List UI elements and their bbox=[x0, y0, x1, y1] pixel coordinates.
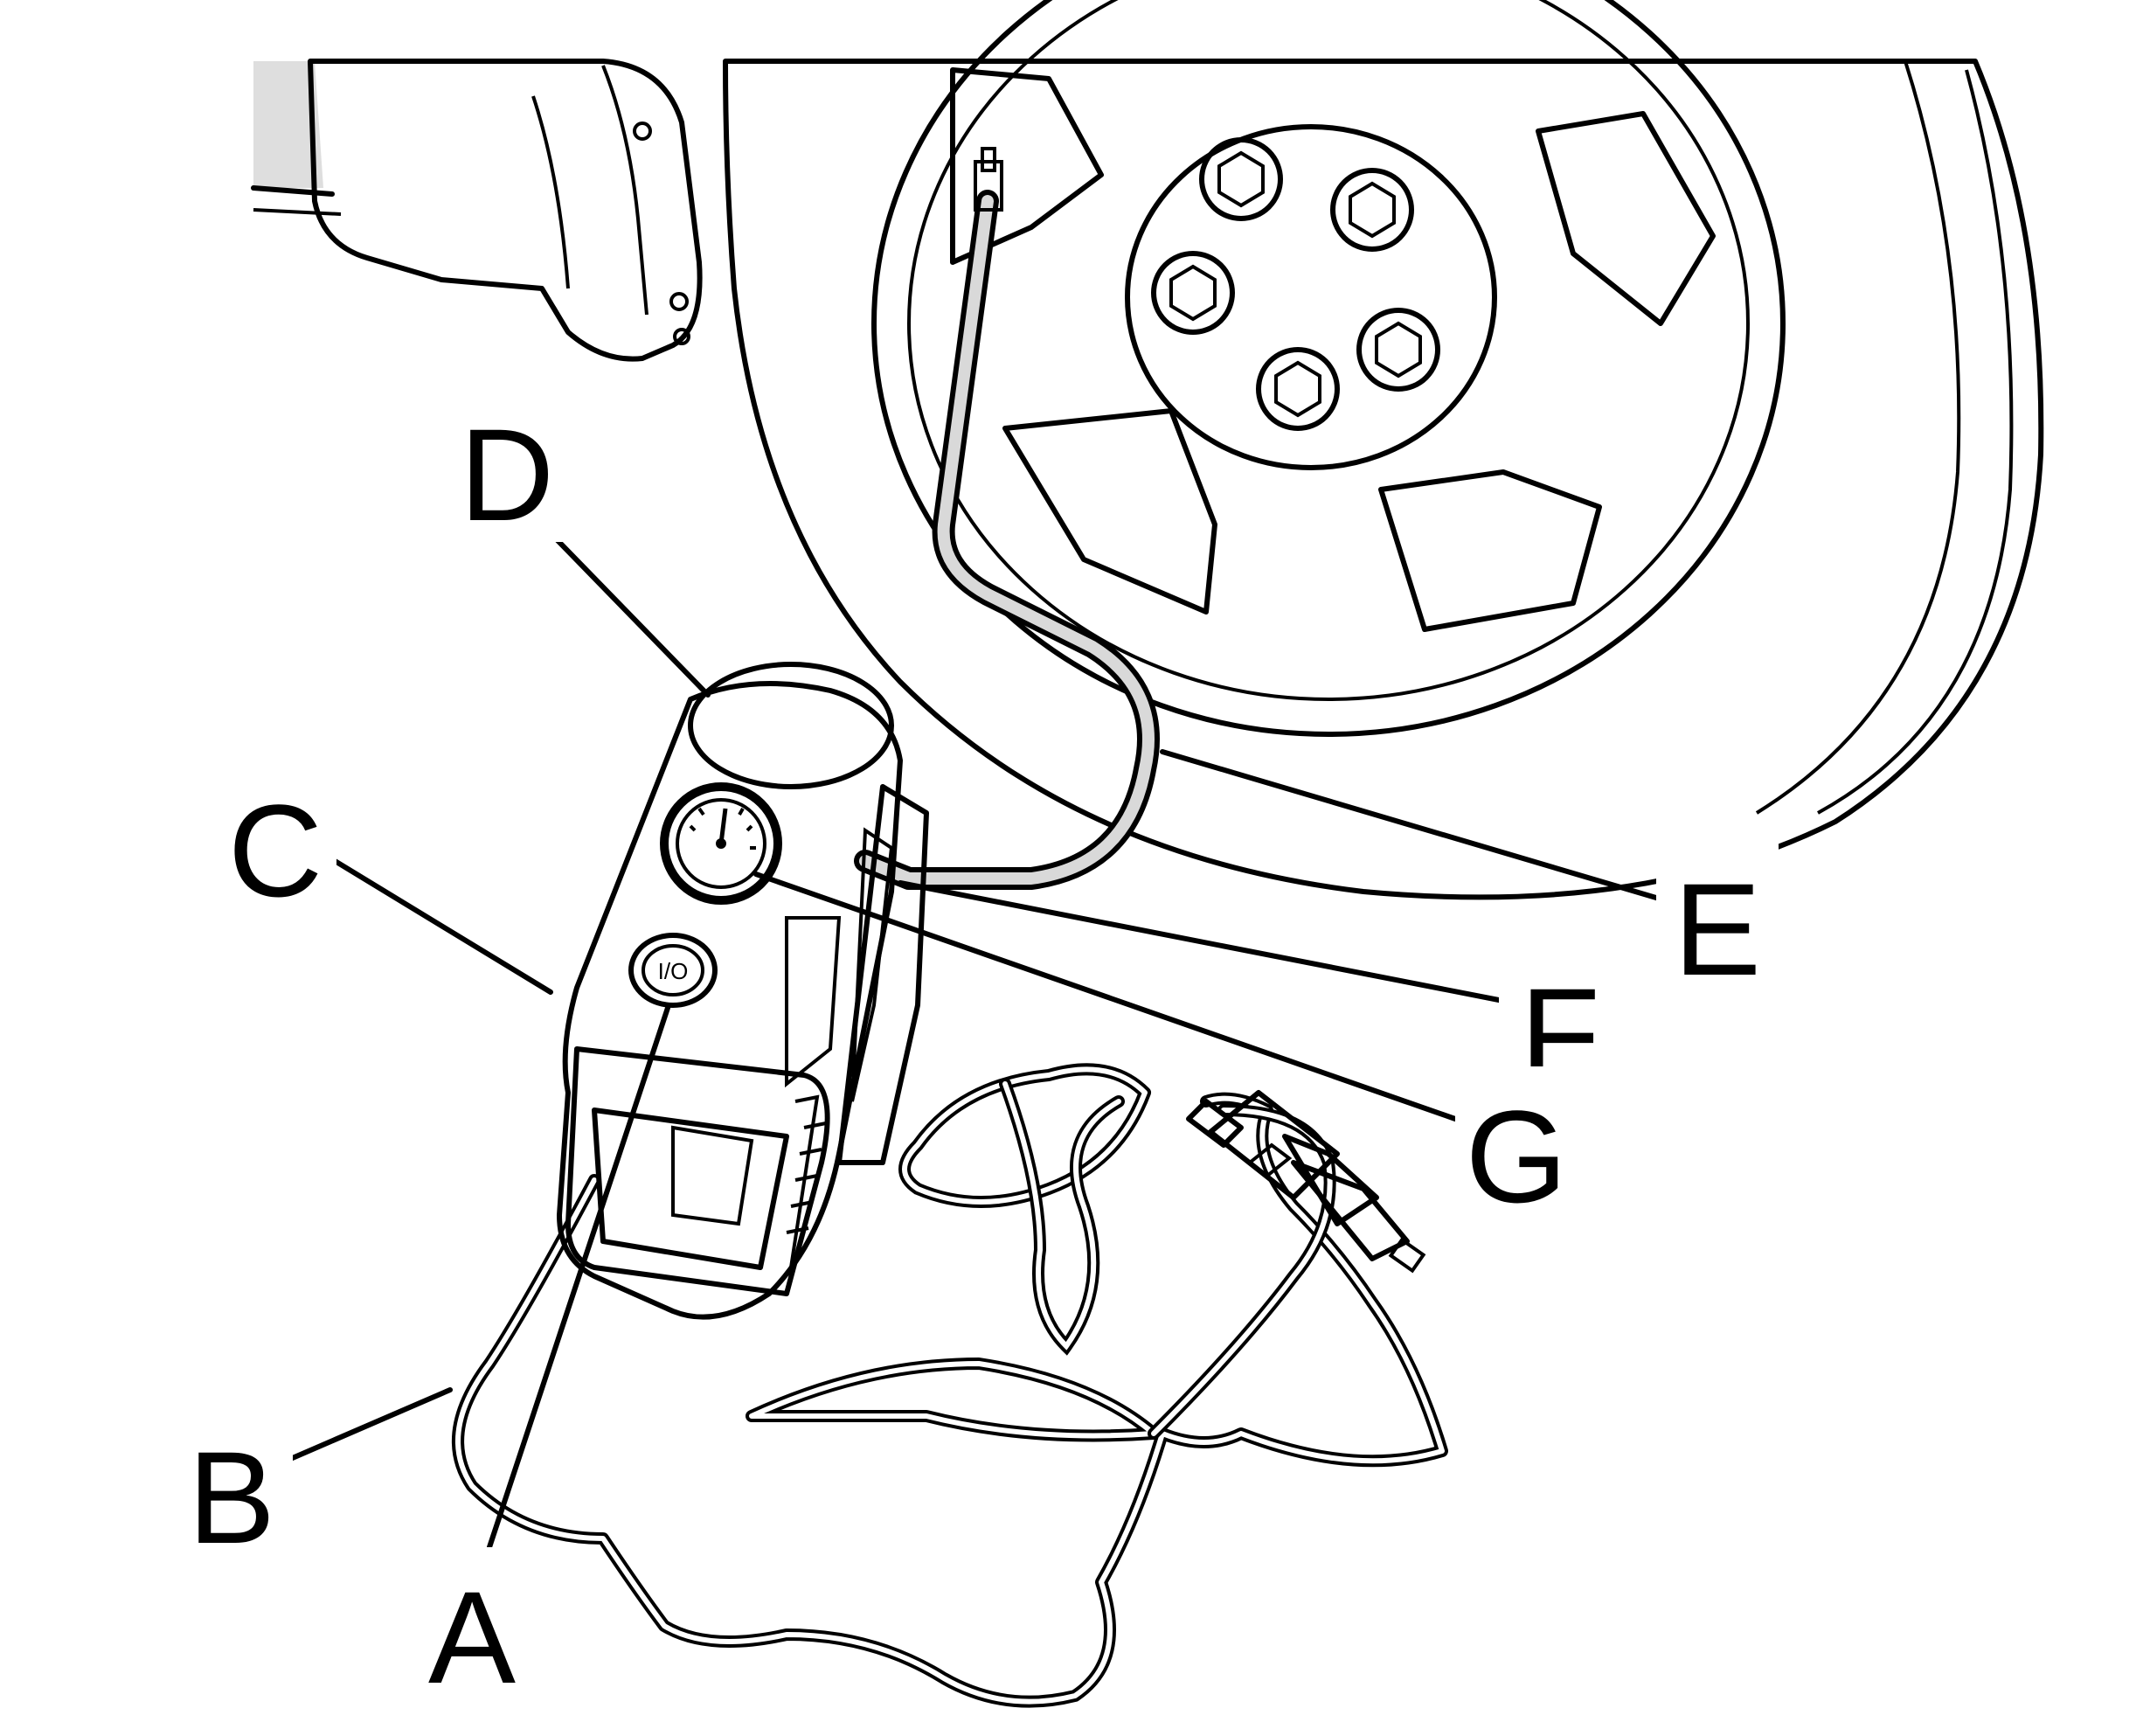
pressure-gauge bbox=[660, 782, 782, 905]
leader-f bbox=[898, 880, 1506, 1003]
power-switch-label: I/O bbox=[658, 958, 689, 984]
vehicle-frame bbox=[251, 59, 703, 362]
power-cord bbox=[452, 1063, 1448, 1708]
leader-d bbox=[548, 531, 711, 698]
callout-b: B bbox=[188, 1424, 275, 1571]
callout-g: G bbox=[1466, 1083, 1568, 1230]
tire-and-wheel bbox=[723, 0, 2044, 900]
leader-c bbox=[325, 854, 553, 995]
power-plug bbox=[1186, 1090, 1426, 1274]
air-hose bbox=[854, 147, 1160, 890]
leader-lines bbox=[286, 531, 1668, 1550]
compressor-top-cap bbox=[688, 662, 894, 789]
callout-e: E bbox=[1674, 856, 1761, 1003]
lug-nuts bbox=[1151, 137, 1440, 431]
leader-b bbox=[286, 1387, 453, 1462]
callout-d: D bbox=[460, 401, 554, 548]
leader-e bbox=[1160, 749, 1668, 903]
power-switch: I/O bbox=[628, 933, 718, 1008]
callout-a: A bbox=[428, 1564, 516, 1711]
callout-labels: A B C D E F G bbox=[170, 385, 1779, 1711]
leader-a bbox=[487, 1003, 671, 1550]
leader-g bbox=[753, 871, 1458, 1121]
air-compressor: I/O bbox=[557, 662, 929, 1320]
callout-c: C bbox=[228, 777, 322, 924]
